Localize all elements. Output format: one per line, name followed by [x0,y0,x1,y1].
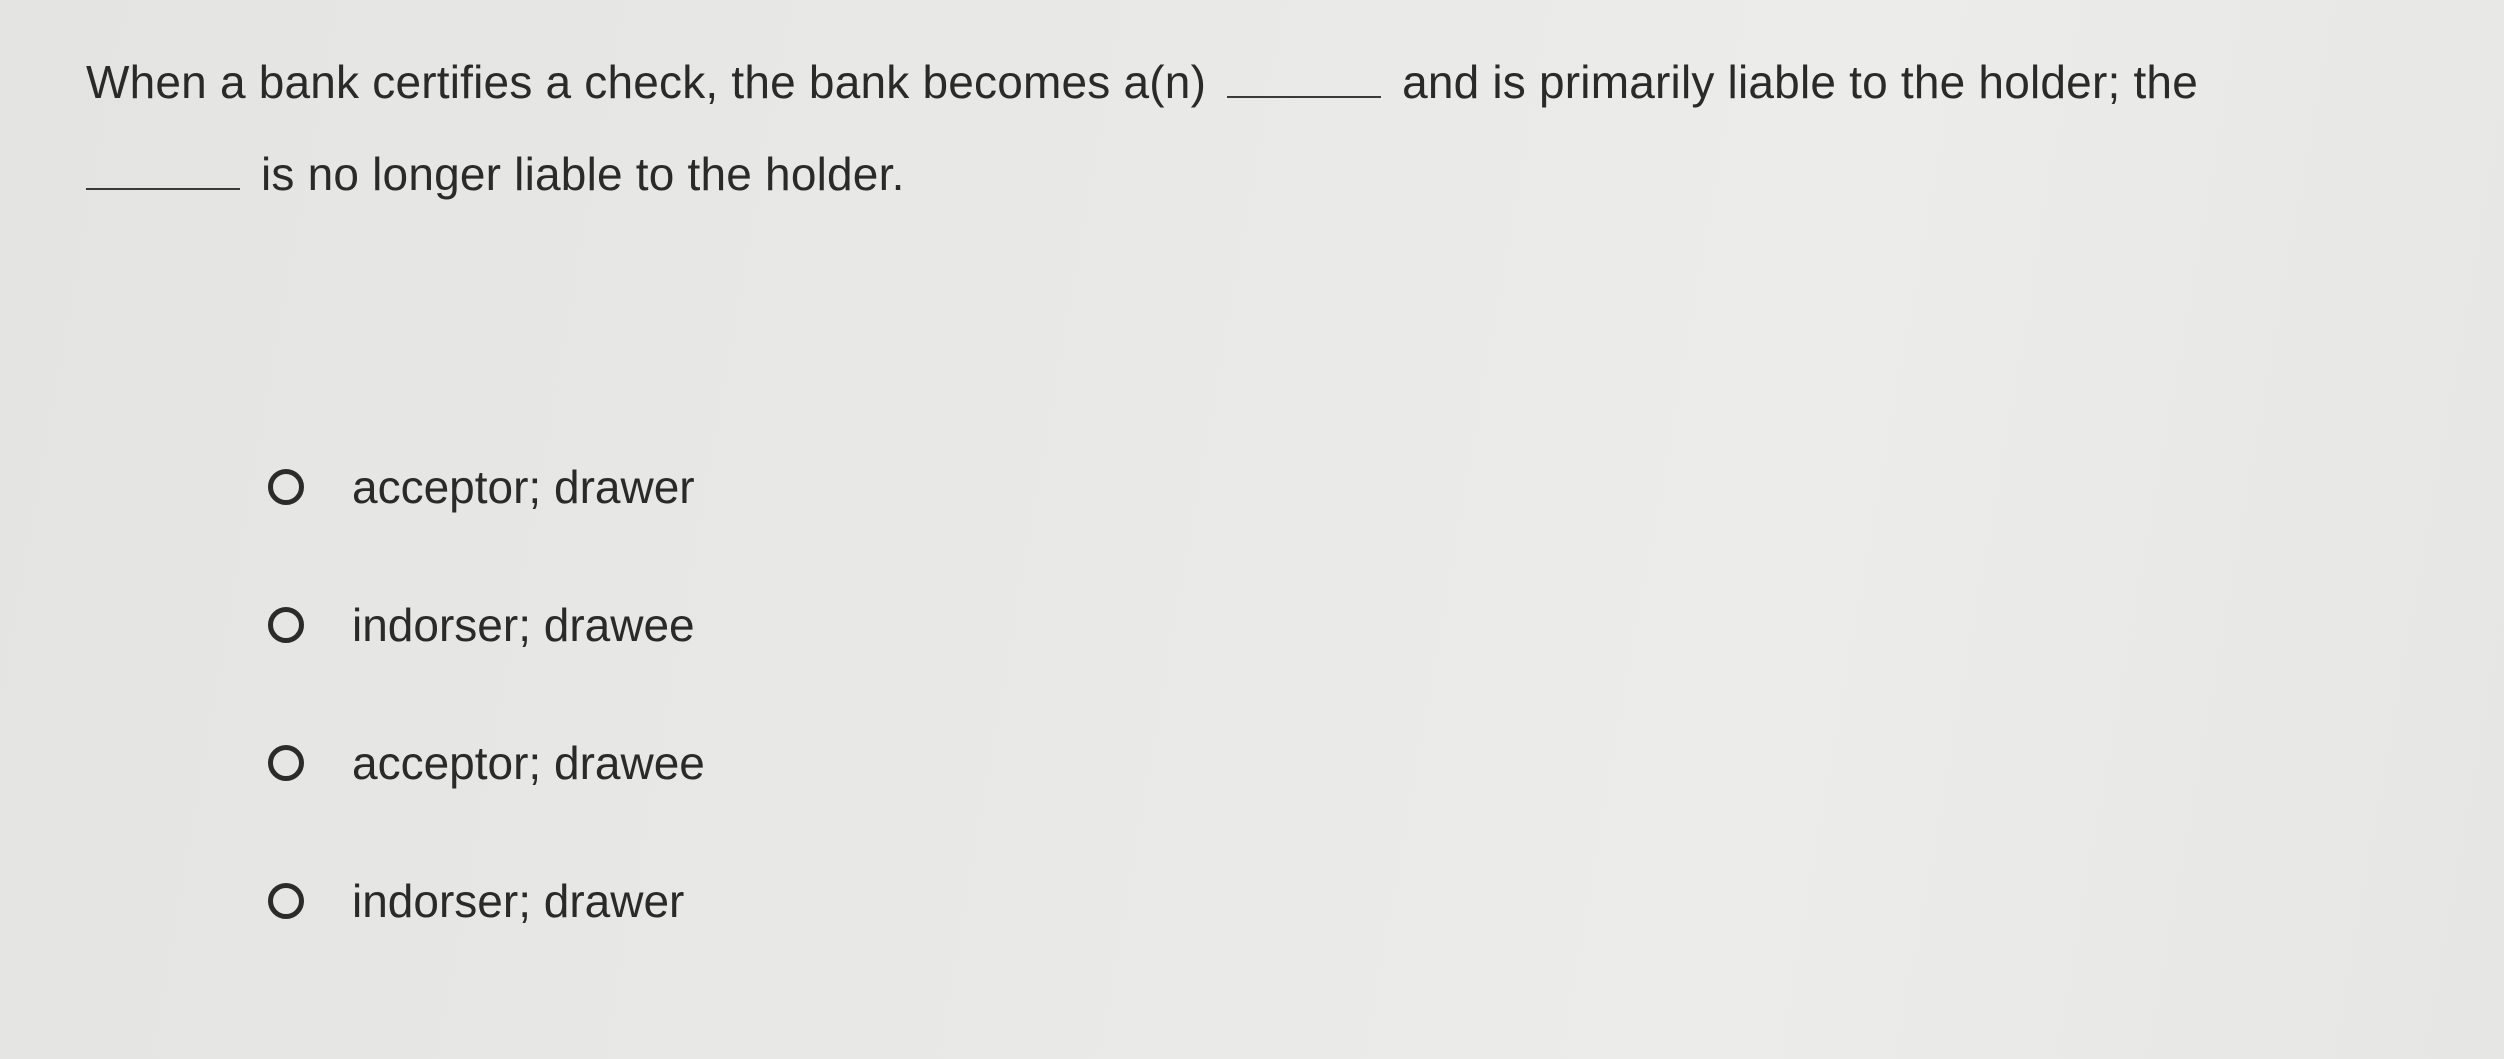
answer-options: acceptor; drawer indorser; drawee accept… [268,452,1468,1004]
question-part-2: and is primarily liable to the holder; t… [1402,56,2198,108]
option-label: indorser; drawee [352,599,695,651]
answer-blank-1 [1227,96,1382,98]
question-text: When a bank certifies a check, the bank … [86,36,2466,220]
option-label: acceptor; drawee [352,737,705,789]
question-part-1: When a bank certifies a check, the bank … [86,56,1207,108]
radio-button-icon[interactable] [268,745,304,781]
option-indorser-drawee[interactable]: indorser; drawee [268,590,1468,660]
radio-button-icon[interactable] [268,469,304,505]
answer-blank-2 [86,188,240,190]
option-acceptor-drawer[interactable]: acceptor; drawer [268,452,1468,522]
radio-button-icon[interactable] [268,883,304,919]
radio-button-icon[interactable] [268,607,304,643]
question-part-3: is no longer liable to the holder. [260,148,905,200]
option-label: indorser; drawer [352,875,685,927]
option-label: acceptor; drawer [352,461,695,513]
option-acceptor-drawee[interactable]: acceptor; drawee [268,728,1468,798]
option-indorser-drawer[interactable]: indorser; drawer [268,866,1468,936]
